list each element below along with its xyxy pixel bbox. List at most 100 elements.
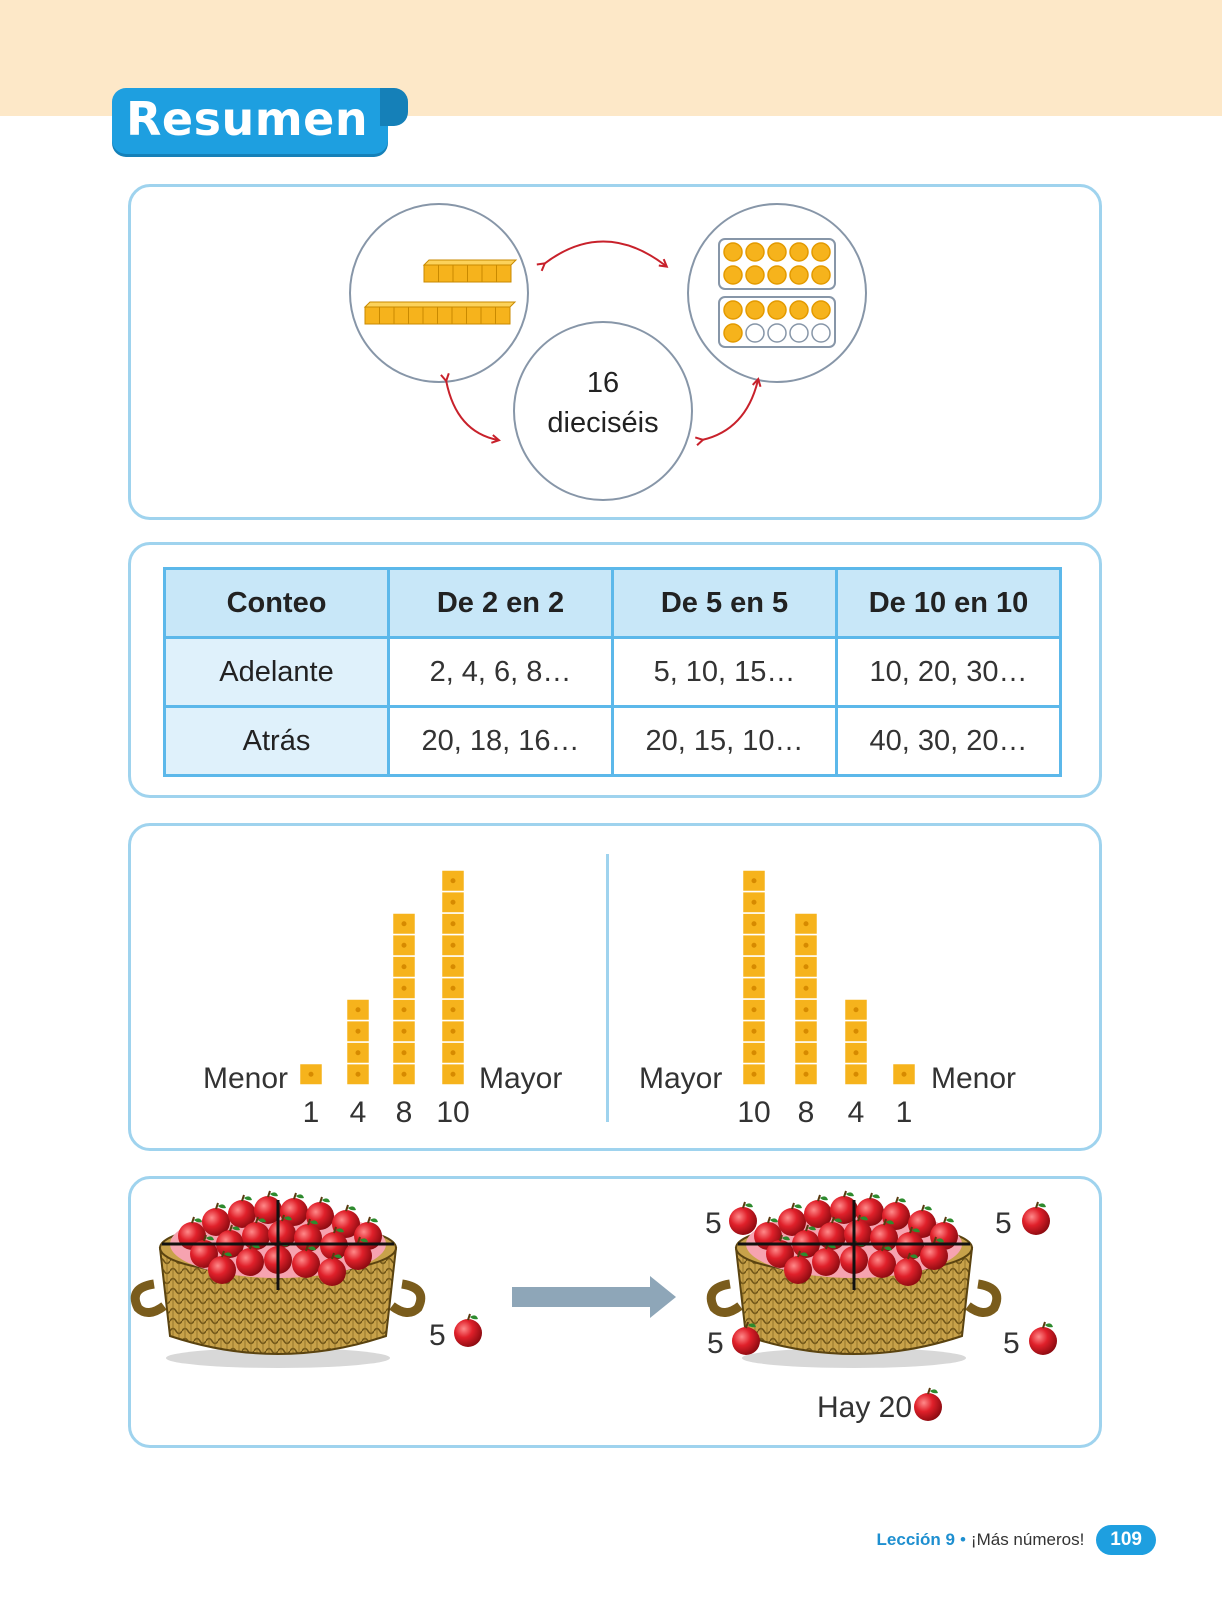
unit-cube bbox=[379, 306, 395, 325]
cube-dot bbox=[751, 899, 757, 905]
tab-curl bbox=[380, 88, 408, 126]
cube-dot bbox=[401, 1071, 407, 1077]
cube-dot bbox=[853, 1071, 859, 1077]
apple-baskets bbox=[128, 1176, 1058, 1422]
counter-filled bbox=[789, 265, 809, 285]
base-ten-blocks-circle bbox=[349, 203, 529, 383]
cube-dot bbox=[450, 1028, 456, 1034]
cube-dot bbox=[401, 964, 407, 970]
apple-icon bbox=[731, 1321, 761, 1356]
counter-empty bbox=[789, 323, 809, 343]
apple-icon bbox=[453, 1313, 483, 1348]
counter-filled bbox=[723, 265, 743, 285]
page-number: 109 bbox=[1096, 1525, 1156, 1555]
cube-dot bbox=[401, 1028, 407, 1034]
unit-cube bbox=[438, 264, 454, 283]
row-label: Atrás bbox=[163, 705, 390, 777]
counter-empty bbox=[745, 323, 765, 343]
number-representation-panel: 16 dieciséis bbox=[128, 184, 1102, 520]
apple-total-text: Hay 20 bbox=[817, 1391, 913, 1424]
arrow-shaft bbox=[512, 1287, 652, 1307]
cube-dot bbox=[401, 1050, 407, 1056]
section-title-tab: Resumen bbox=[112, 88, 408, 154]
apples-panel: 5 5 5 5 5 Hay 20 bbox=[128, 1176, 1102, 1448]
table-cell: 2, 4, 6, 8… bbox=[387, 636, 614, 708]
table-cell: 20, 18, 16… bbox=[387, 705, 614, 777]
cube-dot bbox=[751, 878, 757, 884]
cube-dot bbox=[450, 1071, 456, 1077]
cube-towers bbox=[298, 869, 917, 1086]
cube-dot bbox=[803, 1028, 809, 1034]
lesson-label: Lección 9 bbox=[876, 1530, 955, 1549]
ascending-start-label: Menor bbox=[203, 1062, 289, 1095]
counter-filled bbox=[789, 300, 809, 320]
cube-dot bbox=[853, 1007, 859, 1013]
arrow-top bbox=[544, 240, 666, 266]
cube-dot bbox=[751, 942, 757, 948]
cube-dot bbox=[450, 878, 456, 884]
unit-cube bbox=[437, 306, 453, 325]
table-row: Adelante 2, 4, 6, 8… 5, 10, 15… 10, 20, … bbox=[163, 636, 1062, 708]
cube-dot bbox=[401, 942, 407, 948]
footer-separator: • bbox=[959, 1530, 966, 1549]
unit-cube bbox=[466, 306, 482, 325]
cube-dot bbox=[751, 1007, 757, 1013]
unit-cube bbox=[496, 264, 512, 283]
descending-number: 1 bbox=[895, 1096, 913, 1129]
ascending-end-label: Mayor bbox=[479, 1062, 563, 1095]
cube-dot bbox=[401, 921, 407, 927]
ascending-number: 1 bbox=[302, 1096, 320, 1129]
counting-table: Conteo De 2 en 2 De 5 en 5 De 10 en 10 A… bbox=[163, 567, 1062, 777]
table-cell: 5, 10, 15… bbox=[611, 636, 838, 708]
unit-cube bbox=[481, 264, 497, 283]
cube-dot bbox=[450, 921, 456, 927]
counter-filled bbox=[811, 242, 831, 262]
apple-group-count: 5 bbox=[1003, 1327, 1020, 1360]
table-header-row: Conteo De 2 en 2 De 5 en 5 De 10 en 10 bbox=[163, 567, 1062, 639]
counter-filled bbox=[789, 242, 809, 262]
cube-dot bbox=[401, 985, 407, 991]
apple-icon bbox=[728, 1201, 758, 1236]
apple-icon bbox=[1021, 1201, 1051, 1236]
cube-dot bbox=[803, 1007, 809, 1013]
arrow-right bbox=[702, 380, 758, 440]
cube-dot bbox=[450, 1050, 456, 1056]
counter-empty bbox=[811, 323, 831, 343]
table-cell: 10, 20, 30… bbox=[835, 636, 1062, 708]
number-value: 16 bbox=[586, 367, 620, 399]
unit-cube bbox=[495, 306, 511, 325]
ascending-number: 4 bbox=[349, 1096, 367, 1129]
page-footer: Lección 9 • ¡Más números! 109 bbox=[877, 1522, 1156, 1558]
cube-dot bbox=[803, 1050, 809, 1056]
counter-filled bbox=[723, 323, 743, 343]
cube-dot bbox=[751, 921, 757, 927]
ordering-panel: Menor Mayor 1 4 8 10 Mayor Menor 10 8 4 … bbox=[128, 823, 1102, 1151]
apple-group-count: 5 bbox=[707, 1327, 724, 1360]
cube-dot bbox=[450, 985, 456, 991]
unit-cube bbox=[393, 306, 409, 325]
apple-group-count: 5 bbox=[995, 1207, 1012, 1240]
cube-dot bbox=[853, 1050, 859, 1056]
cube-dot bbox=[901, 1071, 907, 1077]
cube-top bbox=[363, 301, 517, 308]
cube-dot bbox=[401, 1007, 407, 1013]
descending-end-label: Menor bbox=[931, 1062, 1017, 1095]
table-header-cell: De 5 en 5 bbox=[611, 567, 838, 639]
counter-filled bbox=[723, 300, 743, 320]
table-header-cell: De 10 en 10 bbox=[835, 567, 1062, 639]
cube-top bbox=[422, 259, 518, 266]
apple-icon bbox=[1028, 1321, 1058, 1356]
cube-dot bbox=[751, 1071, 757, 1077]
panel-divider bbox=[606, 854, 609, 1122]
ten-frames-circle bbox=[687, 203, 867, 383]
cube-dot bbox=[450, 1007, 456, 1013]
unit-cube bbox=[451, 306, 467, 325]
base-ten-blocks bbox=[363, 259, 518, 325]
basket-left bbox=[135, 1191, 421, 1368]
counter-filled bbox=[745, 265, 765, 285]
cube-dot bbox=[803, 1071, 809, 1077]
unit-cube bbox=[408, 306, 424, 325]
apple-group-count: 5 bbox=[429, 1319, 446, 1352]
counter-filled bbox=[811, 265, 831, 285]
descending-number: 8 bbox=[797, 1096, 815, 1129]
